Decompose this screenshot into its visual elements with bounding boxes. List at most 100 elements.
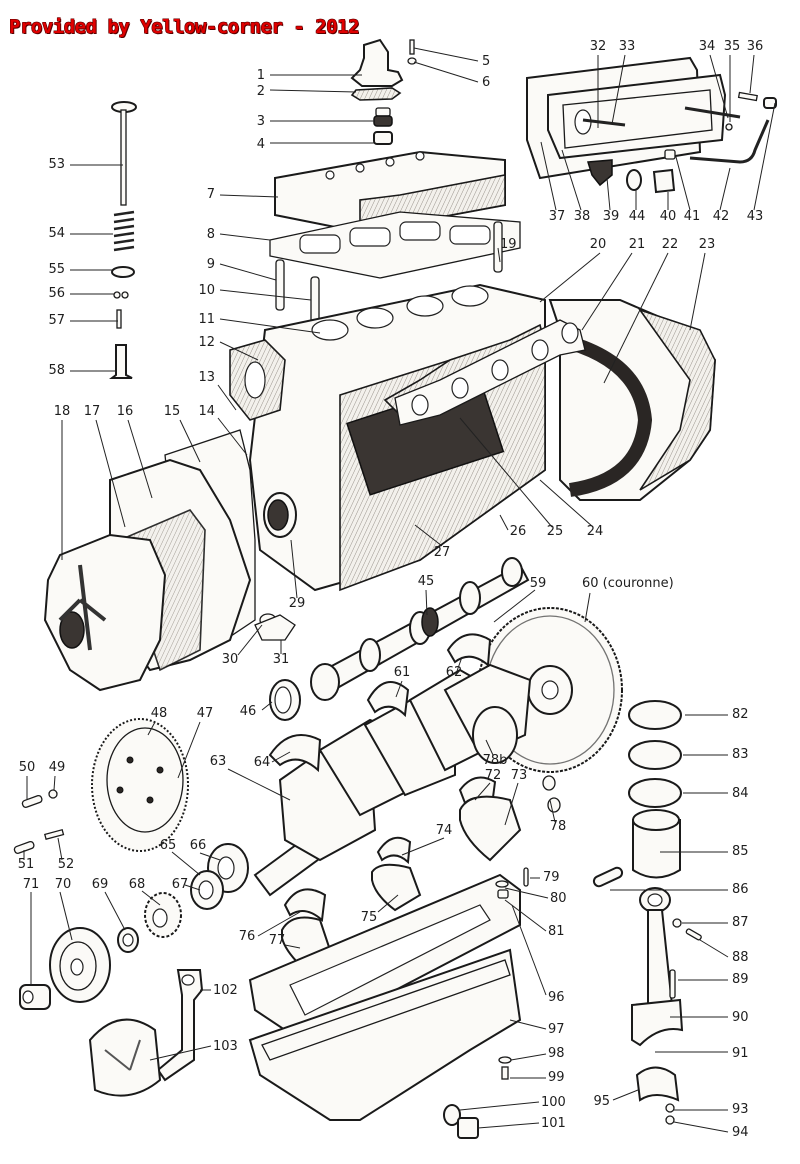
- leader-line-61: [395, 680, 403, 698]
- part-label-4: 4: [257, 137, 265, 152]
- part-label-61: 61: [394, 665, 411, 680]
- part-label-30: 30: [222, 652, 239, 667]
- leader-line-76: [257, 911, 301, 937]
- valve-cover-part: [526, 56, 777, 194]
- leader-line-19: [497, 247, 501, 263]
- part-label-67: 67: [172, 877, 189, 892]
- leader-line-20: [539, 252, 601, 303]
- leader-line-21: [581, 252, 633, 331]
- part-label-83: 83: [732, 747, 749, 762]
- part-label-69: 69: [92, 877, 109, 892]
- part-label-39: 39: [603, 209, 620, 224]
- part-label-26: 26: [510, 524, 527, 539]
- leader-line-96: [511, 904, 547, 996]
- part-label-101: 101: [541, 1116, 566, 1131]
- leader-line-77: [284, 944, 301, 949]
- leader-line-88: [699, 939, 729, 958]
- piston-rings-part: [628, 700, 682, 808]
- leader-line-34: [709, 54, 729, 119]
- part-label-46: 46: [240, 704, 257, 719]
- part-label-34: 34: [699, 39, 716, 54]
- timing-sprocket-part: [91, 718, 189, 852]
- leader-line-97: [509, 1019, 547, 1030]
- part-label-42: 42: [713, 209, 730, 224]
- part-label-20: 20: [590, 237, 607, 252]
- part-label-84: 84: [732, 786, 749, 801]
- leader-line-59: [493, 589, 536, 623]
- part-label-88: 88: [732, 950, 749, 965]
- part-label-87: 87: [732, 915, 749, 930]
- part-label-1: 1: [257, 68, 265, 83]
- part-label-25: 25: [547, 524, 564, 539]
- part-label-31: 31: [273, 652, 290, 667]
- part-label-7: 7: [207, 187, 215, 202]
- part-label-79: 79: [543, 870, 560, 885]
- leader-lines: [23, 47, 776, 1133]
- part-label-64: 64: [254, 755, 271, 770]
- manifold-gasket-part: [394, 319, 586, 426]
- leader-line-30: [237, 624, 263, 656]
- part-label-86: 86: [732, 882, 749, 897]
- part-label-12: 12: [198, 335, 215, 350]
- part-label-65: 65: [160, 838, 177, 853]
- part-label-80: 80: [550, 891, 567, 906]
- part-label-9: 9: [207, 257, 215, 272]
- crank-gear-and-pulley-part: [19, 843, 249, 1010]
- part-label-99: 99: [548, 1070, 565, 1085]
- part-label-14: 14: [198, 404, 215, 419]
- leader-line-45: [425, 589, 428, 616]
- bearing-shells-part: [268, 633, 522, 967]
- leader-line-5: [413, 47, 479, 62]
- part-label-71: 71: [23, 877, 40, 892]
- leader-line-52: [57, 837, 63, 861]
- oil-sump-part: [248, 873, 522, 1121]
- leader-line-38: [561, 149, 582, 211]
- part-label-90: 90: [732, 1010, 749, 1025]
- part-label-54: 54: [48, 226, 65, 241]
- leader-line-65: [171, 851, 201, 876]
- part-label-95: 95: [593, 1094, 610, 1109]
- part-label-33: 33: [619, 39, 636, 54]
- valve-assembly-part: [109, 101, 137, 379]
- leader-line-68: [141, 890, 161, 906]
- leader-line-78b: [485, 739, 494, 756]
- part-label-59: 59: [530, 576, 547, 591]
- leader-line-43: [753, 102, 776, 211]
- leader-line-64: [271, 751, 291, 763]
- part-label-56: 56: [48, 286, 65, 301]
- part-label-85: 85: [732, 844, 749, 859]
- leader-line-17: [95, 419, 126, 528]
- leader-line-103: [149, 1045, 212, 1061]
- part-label-29: 29: [289, 596, 306, 611]
- leader-line-36: [749, 54, 755, 94]
- part-label-35: 35: [724, 39, 741, 54]
- leader-line-33: [611, 54, 626, 125]
- leader-line-26: [499, 514, 509, 531]
- head-gasket-part: [269, 211, 521, 279]
- part-label-52: 52: [58, 857, 75, 872]
- part-label-55: 55: [48, 262, 65, 277]
- leader-line-70: [59, 891, 73, 941]
- leader-line-14: [217, 417, 248, 456]
- thermostat-part: [373, 107, 393, 145]
- part-label-32: 32: [590, 39, 607, 54]
- leader-line-37: [540, 141, 557, 211]
- part-label-78b: 78b: [483, 753, 508, 768]
- leader-line-24: [539, 479, 594, 528]
- part-label-100: 100: [541, 1095, 566, 1110]
- leader-line-94: [673, 1121, 729, 1133]
- part-label-97: 97: [548, 1022, 565, 1037]
- leader-line-67: [184, 884, 201, 891]
- oil-pickup-part: [88, 969, 204, 1097]
- water-outlet-part: [350, 38, 404, 101]
- leader-line-27: [414, 524, 443, 547]
- timing-cover-part: [43, 429, 256, 692]
- part-label-5: 5: [482, 54, 490, 69]
- part-label-63: 63: [210, 754, 227, 769]
- part-label-66: 66: [190, 838, 207, 853]
- part-label-96: 96: [548, 990, 565, 1005]
- leader-line-75: [377, 894, 399, 913]
- camshaft-part: [310, 557, 530, 701]
